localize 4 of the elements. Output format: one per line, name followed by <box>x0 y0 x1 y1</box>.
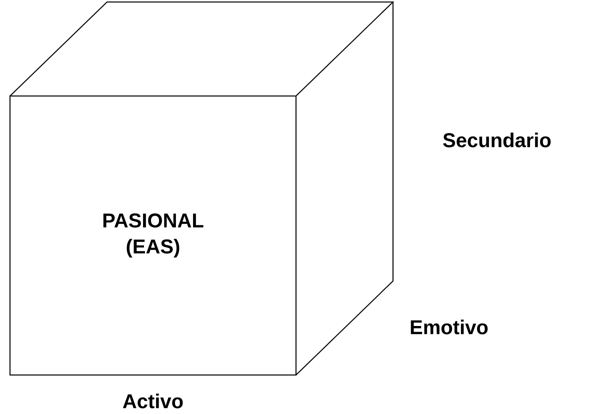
axis-label: Activo <box>122 394 183 408</box>
cube-drawing: PASIONAL (EAS) <box>10 2 394 376</box>
axis-label: Secundario <box>443 132 551 148</box>
axis-label: Emotivo <box>410 320 488 334</box>
